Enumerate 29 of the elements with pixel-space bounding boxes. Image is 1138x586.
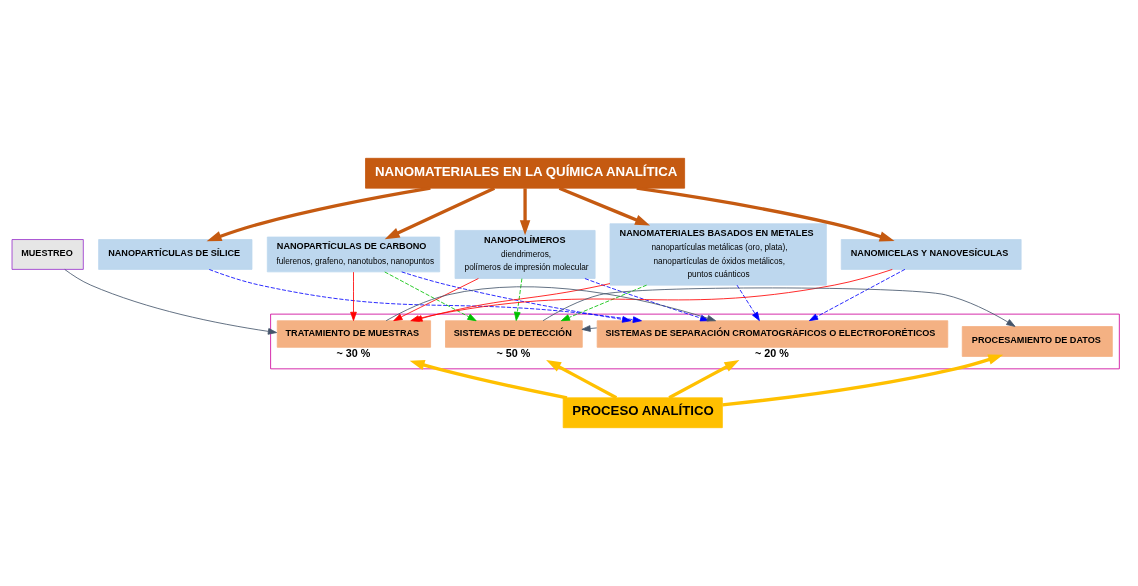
arrow — [736, 284, 760, 321]
node-box: PROCESO ANALÍTICO — [562, 397, 723, 429]
node-box: NANOMATERIALES BASADOS EN METALES nanopartículas metálicas (oro, plata), nanopartículas de óxidos metálicos, puntos cuánticos — [609, 223, 827, 286]
node-box: NANOPARTÍCULAS DE CARBONO fulerenos, grafeno, nanotubos, nanopuntos — [266, 236, 441, 273]
arrow — [560, 284, 647, 322]
arrow — [384, 186, 496, 240]
node-box: NANOPARTÍCULAS DE SÍLICE — [98, 239, 253, 270]
arrow — [64, 269, 278, 335]
node-box: NANOPOLÍMEROS diendrimeros, polímeros de impresión molecular — [454, 230, 596, 279]
arrow — [636, 186, 895, 242]
node-label: ~ 50 % — [496, 346, 531, 359]
arrow — [514, 278, 523, 321]
arrow — [722, 354, 1004, 407]
node-box: NANOMATERIALES EN LA QUÍMICA ANALÍTICA — [365, 157, 686, 189]
arrow — [519, 188, 531, 236]
arrow — [350, 271, 357, 321]
arrow — [542, 287, 1016, 327]
arrow — [409, 359, 568, 400]
node-box: PROCESAMIENTO DE DATOS — [961, 326, 1113, 357]
arrow — [808, 268, 906, 322]
node-box: MUESTREO — [11, 239, 84, 270]
node-label: ~ 30 % — [336, 346, 371, 359]
node-label: ~ 20 % — [755, 346, 789, 359]
arrow — [546, 359, 618, 400]
arrow — [558, 186, 651, 226]
arrow — [206, 186, 431, 242]
node-box: NANOMICELAS Y NANOVESÍCULAS — [840, 239, 1022, 270]
arrow — [668, 359, 740, 400]
arrow — [581, 325, 598, 332]
